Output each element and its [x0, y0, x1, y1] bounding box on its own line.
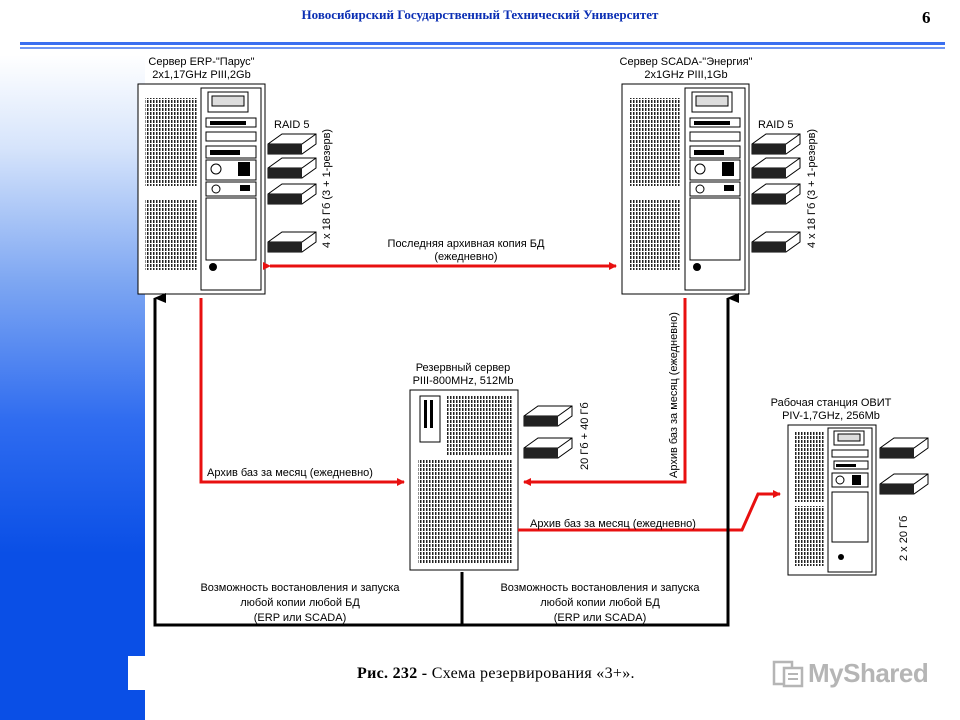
workstation-icon	[787, 424, 877, 576]
archive-copy-label-1: Последняя архивная копия БД	[387, 238, 545, 250]
monthly-archive-vertical-label: Архив баз за месяц (ежедневно)	[668, 312, 680, 478]
scada-disks-label: 4 x 18 Гб (3 + 1-резерв)	[806, 128, 818, 248]
workstation-label-1: Рабочая станция ОВИТ	[770, 397, 892, 409]
restore-right-label-3: (ERP или SCADA)	[553, 612, 647, 624]
restore-left-label-1: Возможность востановления и запуска	[200, 582, 400, 594]
workstation-label-2: PIV-1,7GHz, 256Mb	[782, 410, 880, 422]
workstation-disk-icons	[879, 437, 929, 495]
scada-server-label-1: Сервер SCADA-"Энергия"	[619, 56, 753, 68]
erp-disk-icons	[267, 133, 317, 253]
archive-copy-label-2: (ежедневно)	[434, 251, 498, 263]
restore-right-label-1: Возможность востановления и запуска	[500, 582, 700, 594]
backup-server-label-1: Резервный сервер	[415, 362, 511, 374]
restore-left-label-2: любой копии любой БД	[240, 597, 360, 609]
caption-prefix: Рис. 232 -	[357, 665, 428, 682]
watermark-logo-icon	[772, 660, 804, 688]
backup-disk-icons	[523, 405, 573, 459]
backup-server-label-2: PIII-800MHz, 512Mb	[412, 375, 514, 387]
erp-disks-label: 4 x 18 Гб (3 + 1-резерв)	[321, 128, 333, 248]
scada-disk-icons	[751, 133, 801, 253]
red-arrows	[199, 262, 781, 532]
erp-server-label-2: 2x1,17GHz PIII,2Gb	[152, 69, 251, 81]
restore-right-label-2: любой копии любой БД	[540, 597, 660, 609]
scada-raid-label: RAID 5	[758, 119, 794, 131]
scada-server-icon	[621, 83, 750, 295]
restore-left-label-3: (ERP или SCADA)	[253, 612, 347, 624]
page-number: 6	[922, 8, 931, 27]
header-divider-bottom	[20, 47, 945, 49]
header-divider-top	[20, 42, 945, 45]
caption-text: Схема резервирования «3+».	[431, 665, 635, 682]
backup-server-icon	[409, 389, 519, 571]
sidebar-gradient	[0, 55, 145, 720]
monthly-archive-right-label: Архив баз за месяц (ежедневно)	[530, 518, 696, 530]
watermark-text: MyShared	[808, 658, 929, 688]
figure-caption: Рис. 232 - Схема резервирования «3+».	[357, 665, 635, 683]
workstation-disks-label: 2 x 20 Гб	[898, 515, 910, 561]
erp-server-icon	[137, 83, 266, 295]
backup-disks-label: 20 Гб + 40 Гб	[579, 402, 591, 470]
black-restore-arrows	[153, 293, 739, 627]
caption-bar	[128, 656, 960, 690]
scada-server-label-2: 2x1GHz PIII,1Gb	[644, 69, 728, 81]
monthly-archive-left-label: Архив баз за месяц (ежедневно)	[207, 467, 373, 479]
erp-server-label-1: Сервер ERP-"Парус"	[148, 56, 255, 68]
erp-raid-label: RAID 5	[274, 119, 310, 131]
page-title: Новосибирский Государственный Технически…	[301, 7, 659, 22]
